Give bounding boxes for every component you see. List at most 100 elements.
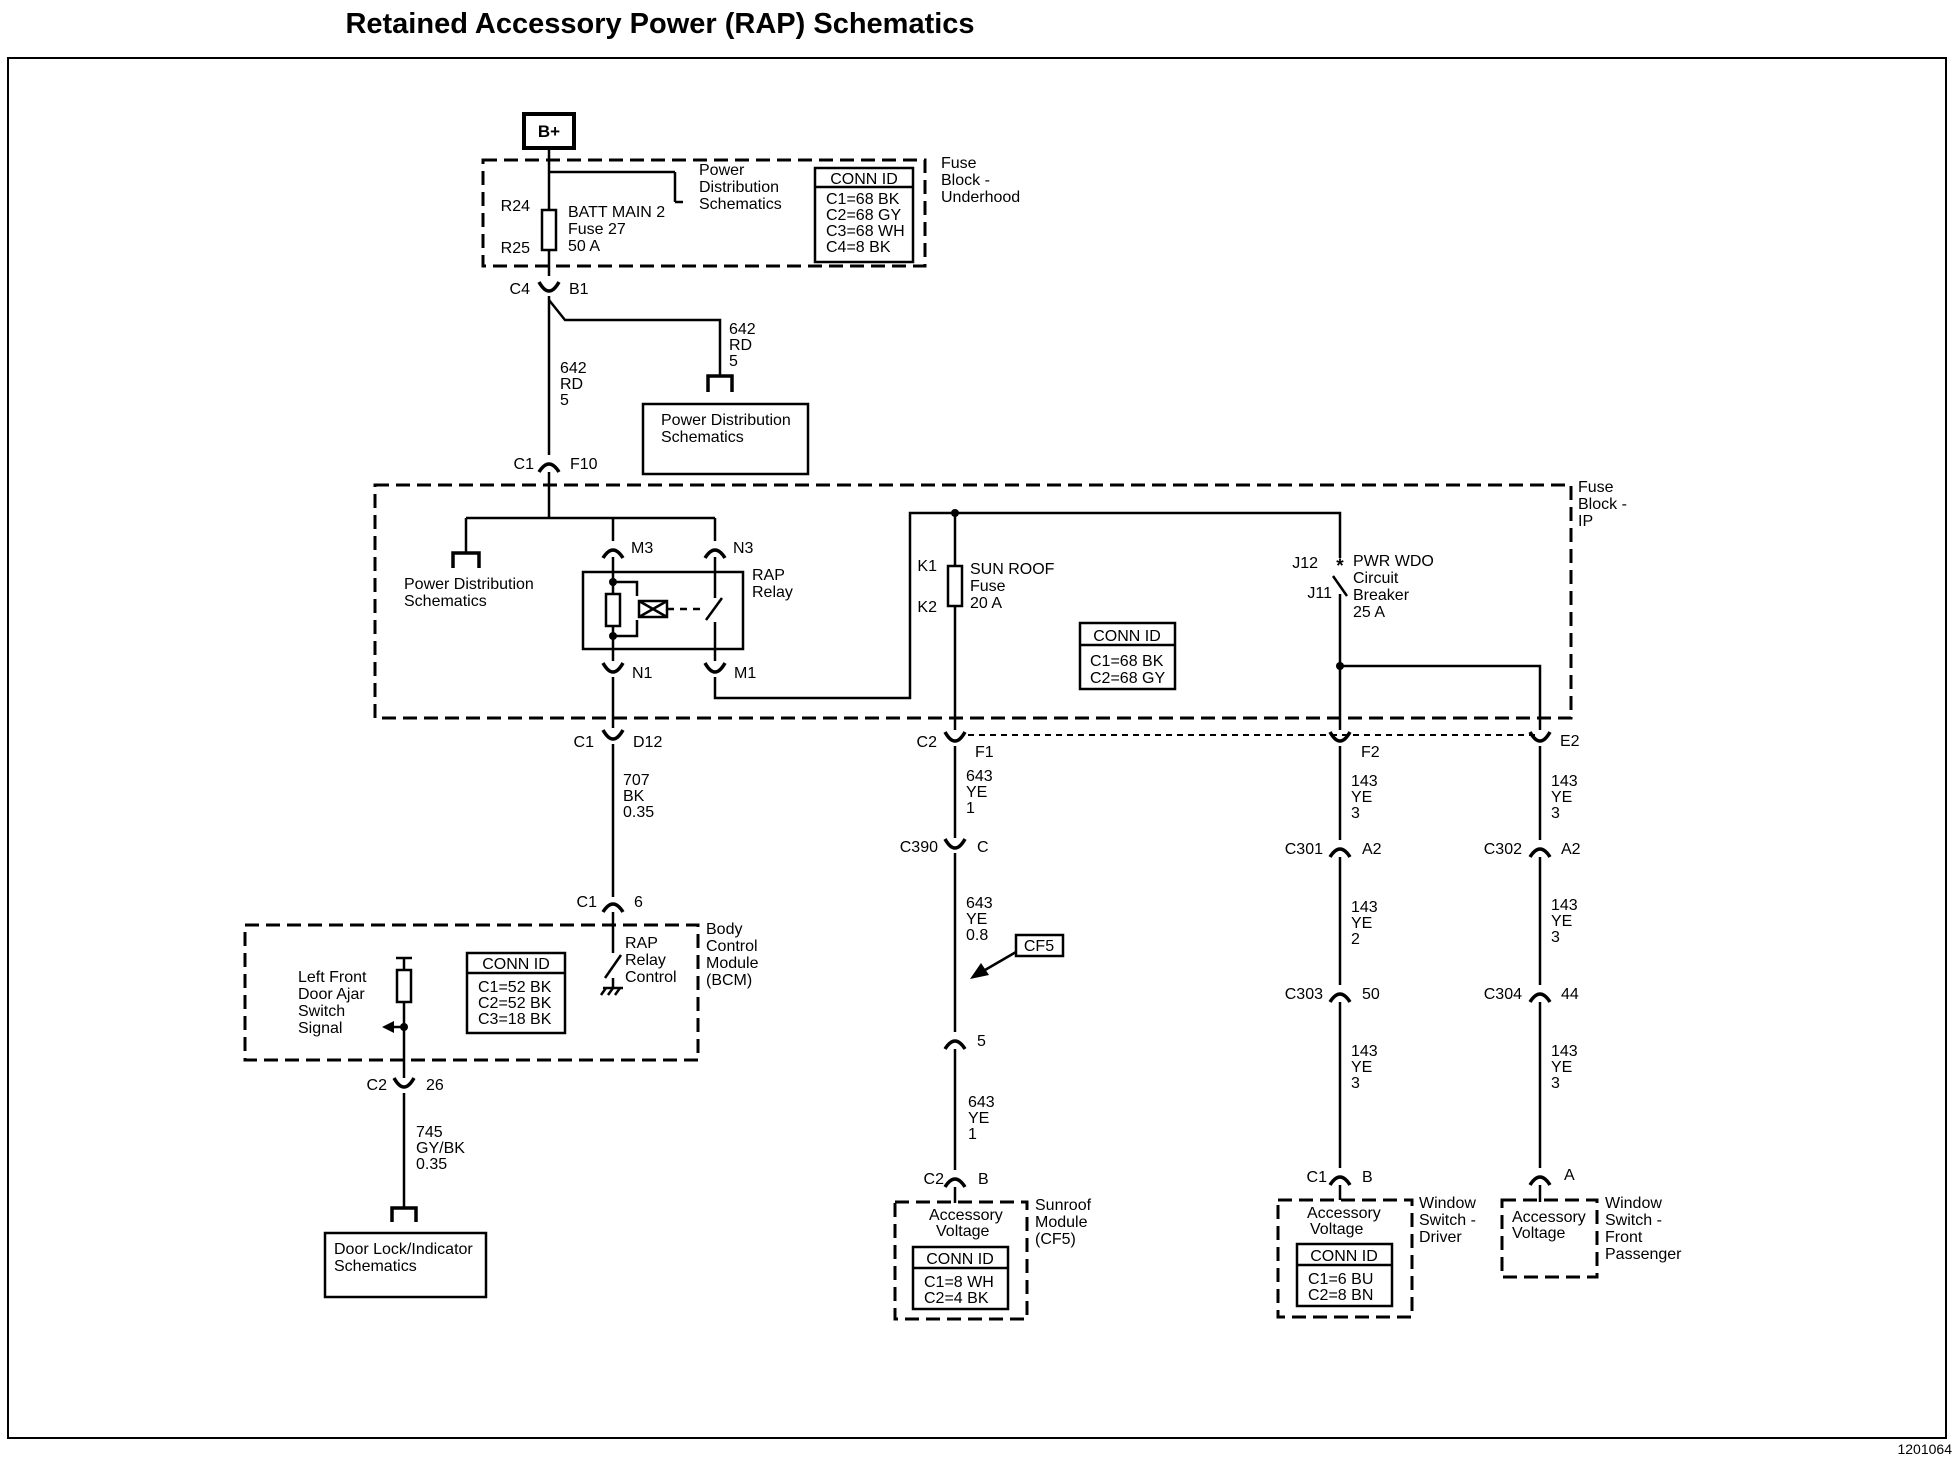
underhood-conn-id-box — [813, 166, 915, 264]
conn-c4-label: C4 — [510, 281, 531, 298]
sunroof-conn-id-title: CONN ID — [926, 1251, 994, 1268]
wire-642-branch: 642 RD 5 — [729, 321, 760, 370]
conn-c1-label-b: C1 — [1307, 1169, 1328, 1186]
cf5-ref-tag-label: CF5 — [1024, 938, 1054, 955]
pin-f2-label: F2 — [1361, 744, 1380, 761]
bcm-conn-id-title: CONN ID — [482, 956, 550, 973]
relay-pin-m3 — [601, 548, 625, 560]
window-switch-driver-name: Window Switch - Driver — [1419, 1195, 1480, 1246]
pin-a-label: A — [1564, 1167, 1575, 1184]
conn-c2-label-b: C2 — [924, 1171, 945, 1188]
relay-pin-m1-label: M1 — [734, 665, 756, 682]
pin-c-label: C — [977, 839, 989, 856]
batt-main-2-fuse-icon — [540, 208, 558, 252]
wire-707: 707 BK 0.35 — [623, 772, 654, 821]
breaker-star-icon: * — [1336, 556, 1344, 577]
ip-conn-id-box — [1078, 621, 1177, 691]
rap-relay-control-switch-icon — [603, 954, 623, 979]
pin-a2-driver-label: A2 — [1362, 841, 1382, 858]
passenger-input-label: Accessory Voltage — [1512, 1209, 1590, 1242]
wire-143-driver-c: 143 YE 3 — [1351, 1043, 1382, 1092]
door-ajar-pullup-resistor-icon — [395, 968, 413, 1004]
batt-main-2-fuse-label: BATT MAIN 2 Fuse 27 50 A — [568, 204, 670, 255]
connector-c1-b — [1328, 1175, 1352, 1187]
connector-c4-b1 — [537, 281, 561, 293]
pin-50-label: 50 — [1362, 986, 1380, 1003]
pin-e2-label: E2 — [1560, 733, 1580, 750]
bcm-name: Body Control Module (BCM) — [706, 921, 763, 989]
pin-26-label: 26 — [426, 1077, 444, 1094]
relay-pin-n3 — [703, 548, 727, 560]
cf5-arrow-icon — [970, 963, 989, 979]
sunroof-fuse-icon — [946, 564, 964, 608]
pin-b-label: B — [978, 1171, 989, 1188]
wire-143-pass-b: 143 YE 3 — [1551, 897, 1582, 946]
pin-a2-pass-label: A2 — [1561, 841, 1581, 858]
connector-c302 — [1528, 847, 1552, 859]
circuit-breaker-icon — [1331, 575, 1349, 597]
battery-label: B+ — [538, 122, 560, 141]
door-ajar-signal-label: Left Front Door Ajar Switch Signal — [298, 969, 371, 1037]
connector-e2 — [1528, 731, 1552, 743]
relay-pin-n3-label: N3 — [733, 540, 754, 557]
ip-pd-ref: Power Distribution Schematics — [404, 576, 538, 610]
bcm-conn-id-list: C1=52 BK C2=52 BK C3=18 BK — [478, 979, 556, 1028]
relay-pin-m1 — [703, 662, 727, 674]
diagram-frame — [7, 57, 1947, 1439]
driver-conn-id-title: CONN ID — [1310, 1248, 1378, 1265]
sunroof-module-name: Sunroof Module (CF5) — [1035, 1197, 1096, 1248]
sunroof-conn-id-list: C1=8 WH C2=4 BK — [924, 1274, 998, 1307]
rap-relay-label: RAP Relay — [752, 567, 793, 601]
wire-745: 745 GY/BK 0.35 — [416, 1124, 469, 1173]
underhood-pd-ref: Power Distribution Schematics — [699, 162, 783, 213]
pin-f10-label: F10 — [570, 456, 598, 473]
conn-c301-label: C301 — [1285, 841, 1323, 858]
connector-a — [1528, 1175, 1552, 1187]
pin-6-label: 6 — [634, 894, 643, 911]
driver-conn-id-box — [1295, 1242, 1394, 1308]
conn-c390-label: C390 — [900, 839, 938, 856]
window-switch-passenger-name: Window Switch - Front Passenger — [1605, 1195, 1682, 1263]
ip-conn-id-title: CONN ID — [1093, 628, 1161, 645]
connector-c2-f1 — [943, 731, 967, 743]
bcm-conn-id-box — [465, 951, 567, 1035]
conn-c1-label-d12: C1 — [574, 734, 595, 751]
pin-r24: R24 — [501, 198, 530, 215]
relay-pin-n1-label: N1 — [632, 665, 653, 682]
sunroof-input-label: Accessory Voltage — [929, 1207, 1007, 1240]
fuse-block-underhood — [481, 158, 927, 268]
pwr-wdo-breaker-label: PWR WDO Circuit Breaker 25 A — [1353, 553, 1438, 621]
fuse-block-ip — [373, 483, 1573, 720]
wire-643-b: 643 YE 0.8 — [966, 895, 997, 944]
pin-k1: K1 — [917, 558, 937, 575]
relay-switch-icon — [704, 597, 724, 621]
inline-connector-5 — [943, 1039, 967, 1051]
connector-c2-26 — [392, 1077, 416, 1089]
cf5-ref-tag — [1014, 933, 1065, 958]
ip-conn-id-list: C1=68 BK C2=68 GY — [1090, 653, 1168, 687]
wire-642-down: 642 RD 5 — [560, 360, 591, 409]
wire-643-c: 643 YE 1 — [968, 1094, 999, 1143]
wire-143-driver-a: 143 YE 3 — [1351, 773, 1382, 822]
connector-c301 — [1328, 847, 1352, 859]
driver-conn-id-list: C1=6 BU C2=8 BN — [1308, 1271, 1378, 1304]
rap-relay — [581, 570, 745, 651]
pin-k2: K2 — [917, 599, 937, 616]
sunroof-module — [893, 1200, 1029, 1321]
window-switch-front-passenger — [1500, 1198, 1599, 1279]
relay-coil-resistor-icon — [604, 592, 622, 628]
door-lock-schematics-box — [323, 1231, 488, 1299]
connector-c1-6 — [601, 902, 625, 914]
driver-input-label: Accessory Voltage — [1307, 1205, 1385, 1238]
pin-j12: J12 — [1292, 555, 1318, 572]
pin-r25: R25 — [501, 240, 530, 257]
conn-c2-label-26: C2 — [367, 1077, 388, 1094]
sunroof-conn-id-box — [911, 1245, 1010, 1311]
connector-c1-d12 — [601, 729, 625, 741]
conn-b1-label: B1 — [569, 281, 589, 298]
rap-relay-control-label: RAP Relay Control — [625, 935, 677, 986]
conn-c1-label-6: C1 — [577, 894, 598, 911]
relay-pin-m3-label: M3 — [631, 540, 653, 557]
pin-f1-label: F1 — [975, 744, 994, 761]
wire-643-a: 643 YE 1 — [966, 768, 997, 817]
